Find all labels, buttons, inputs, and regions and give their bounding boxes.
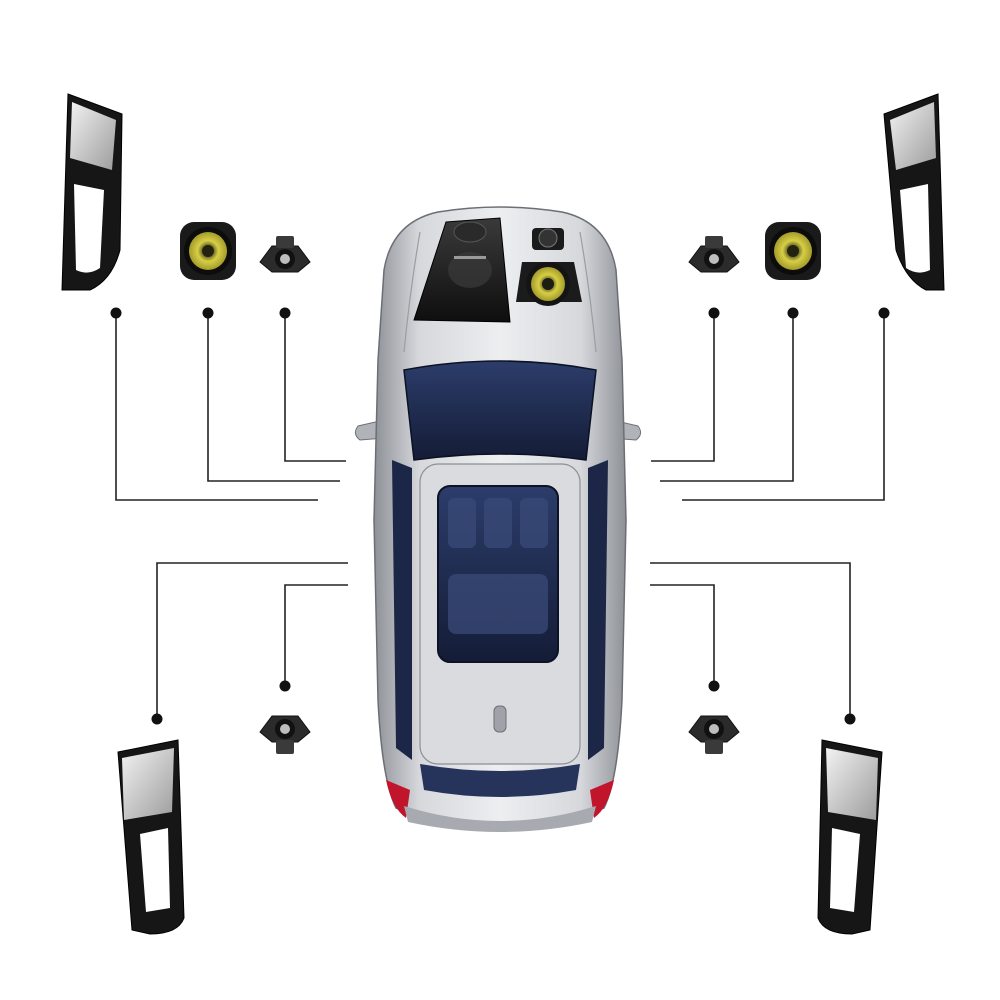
- front-left-door-grille: [61, 93, 123, 291]
- left-tail-light: [386, 780, 410, 818]
- leader-line-front-right-tweeter: [651, 313, 715, 462]
- leader-line-front-right-woofer: [660, 313, 794, 482]
- center-midrange-speaker: [516, 228, 582, 306]
- front-right-door-grille: [883, 93, 945, 291]
- leader-line-rear-right-tweeter: [650, 584, 715, 686]
- front-right-woofer: [765, 222, 821, 280]
- rear-window: [420, 764, 580, 797]
- leader-dot: [708, 307, 720, 319]
- leader-line-front-left-tweeter: [284, 313, 346, 462]
- leader-dot: [279, 307, 291, 319]
- leader-line-front-left-woofer: [207, 313, 340, 482]
- leader-dot: [878, 307, 890, 319]
- leader-dot: [279, 680, 291, 692]
- rear-right-tweeter: [688, 715, 740, 754]
- leader-dot: [110, 307, 122, 319]
- center-tweeter-grille: [413, 217, 511, 323]
- leader-line-rear-left-tweeter: [284, 584, 348, 686]
- leader-line-rear-left-door: [156, 562, 348, 719]
- front-left-woofer: [180, 222, 236, 280]
- leader-lines: [115, 313, 885, 719]
- windshield: [403, 360, 597, 461]
- leader-dots: [110, 307, 890, 725]
- hood-crease: [579, 231, 597, 353]
- car-top-view: [354, 206, 642, 832]
- hood-crease: [403, 231, 421, 353]
- interior-seats: [448, 498, 548, 634]
- rear-left-door-grille: [117, 739, 185, 935]
- rear-handle: [493, 705, 507, 733]
- rear-left-tweeter: [259, 715, 311, 754]
- left-side-windows: [392, 460, 412, 760]
- leader-dot: [787, 307, 799, 319]
- leader-line-rear-right-door: [650, 562, 851, 719]
- leader-dot: [151, 713, 163, 725]
- rear-right-door-grille: [817, 739, 883, 935]
- leader-dot: [708, 680, 720, 692]
- leader-line-front-right-door: [682, 313, 885, 501]
- right-tail-light: [590, 780, 614, 818]
- front-left-tweeter: [259, 236, 311, 273]
- leader-dot: [202, 307, 214, 319]
- leader-line-front-left-door: [115, 313, 318, 501]
- leader-dot: [844, 713, 856, 725]
- rear-bumper: [404, 806, 596, 832]
- front-right-tweeter: [688, 236, 740, 273]
- right-side-windows: [588, 460, 608, 760]
